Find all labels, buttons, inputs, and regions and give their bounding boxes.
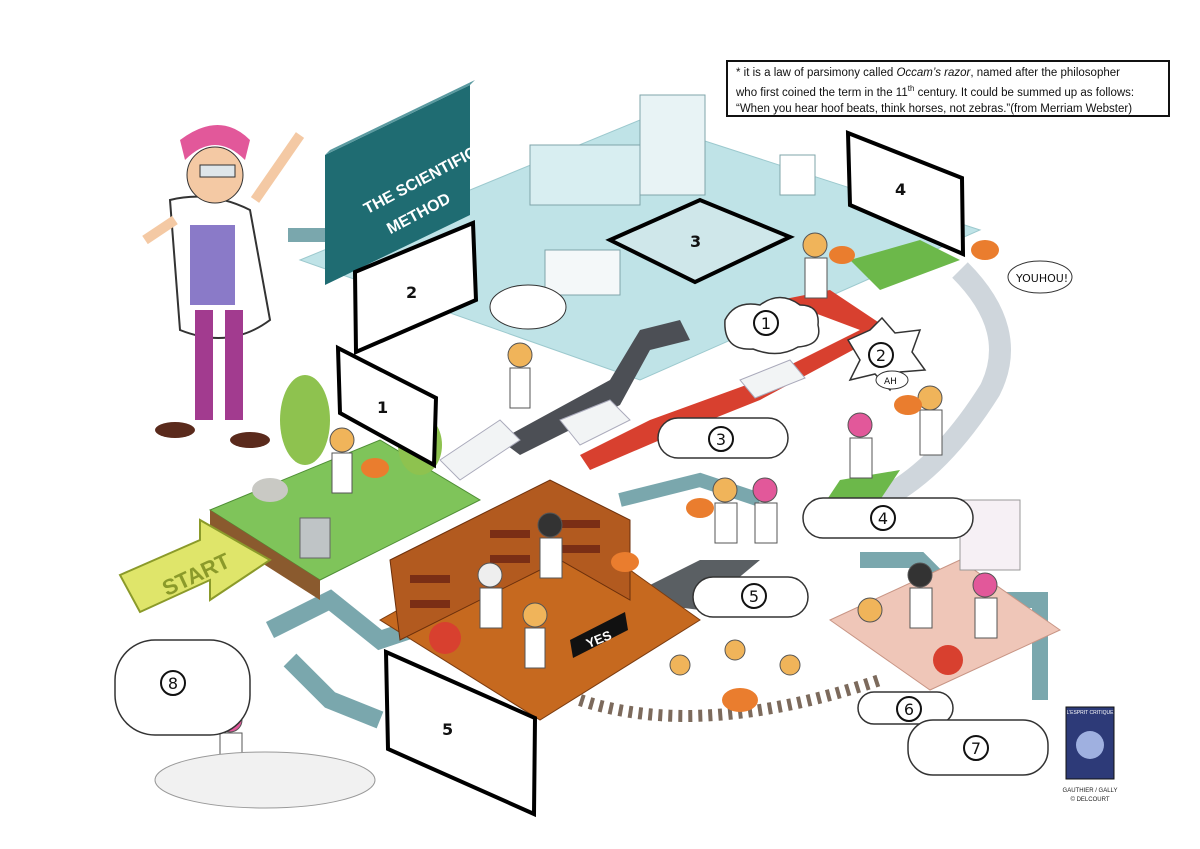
paper-pile xyxy=(154,751,376,809)
box-2-number: 2 xyxy=(406,283,418,302)
note-line-2: who first coined the term in the 11th ce… xyxy=(736,84,1135,99)
rock xyxy=(252,478,288,502)
garden-soil xyxy=(210,510,320,600)
bubble-5-number: 5 xyxy=(741,583,767,609)
pipe xyxy=(618,472,763,507)
slide xyxy=(874,262,1011,510)
note-line-1: * it is a law of parsimony called Occam’… xyxy=(736,67,1120,79)
yes-banner xyxy=(570,612,628,658)
book-cover-art xyxy=(1076,731,1104,759)
path-green xyxy=(850,240,960,290)
bubble-1-number: 1 xyxy=(753,310,779,336)
box-1-number: 1 xyxy=(377,398,389,417)
note-line-3: “When you hear hoof beats, think horses,… xyxy=(736,102,1133,115)
answer-box-3 xyxy=(605,197,795,285)
book-publisher: © DELCOURT xyxy=(1070,797,1110,803)
answer-box-1 xyxy=(335,344,439,469)
scientific-method-sign: THE SCIENTIFIC METHOD xyxy=(288,80,480,285)
bubble-8-number: 8 xyxy=(160,670,186,696)
answer-box-5 xyxy=(383,648,538,818)
bubble-3-number: 3 xyxy=(708,426,734,452)
recycle-bin xyxy=(429,622,461,654)
lab-counter xyxy=(529,144,641,206)
stairs xyxy=(439,359,806,481)
lab-cabinet xyxy=(639,94,706,196)
pipe xyxy=(283,653,384,729)
box-5-number: 5 xyxy=(442,720,454,739)
fire-bin xyxy=(933,645,963,675)
box-4-number: 4 xyxy=(895,180,907,199)
egg-dino-bubble xyxy=(489,284,567,330)
trash-can xyxy=(299,517,331,559)
box-3-number: 3 xyxy=(690,232,702,251)
answer-box-4 xyxy=(845,130,966,258)
bubble-2-number: 2 xyxy=(868,342,894,368)
book-authors: GAUTHIER / GALLY xyxy=(1062,788,1118,794)
ah-text: AH xyxy=(884,377,897,387)
path-red xyxy=(580,290,890,470)
lab-screen xyxy=(779,154,816,196)
dinosaur-figures xyxy=(361,240,999,712)
start-arrow xyxy=(118,518,272,614)
answer-box-2 xyxy=(352,220,479,356)
youhou-bubble xyxy=(1007,260,1073,294)
people-figures xyxy=(217,232,998,769)
bush xyxy=(280,375,330,465)
bubble-6-number: 6 xyxy=(896,696,922,722)
bubble-7-number: 7 xyxy=(963,735,989,761)
bubble-4-number: 4 xyxy=(870,505,896,531)
youhou-text: YOUHOU! xyxy=(1015,272,1068,285)
path-dark xyxy=(500,320,690,455)
occams-razor-note: * it is a law of parsimony called Occam’… xyxy=(726,60,1170,117)
books xyxy=(410,520,600,608)
book-title: L’ESPRIT CRITIQUE xyxy=(1066,710,1114,716)
ah-bubble xyxy=(875,370,909,390)
scientist-character xyxy=(142,125,305,448)
train-track xyxy=(578,674,882,722)
lab-desk xyxy=(544,249,621,296)
